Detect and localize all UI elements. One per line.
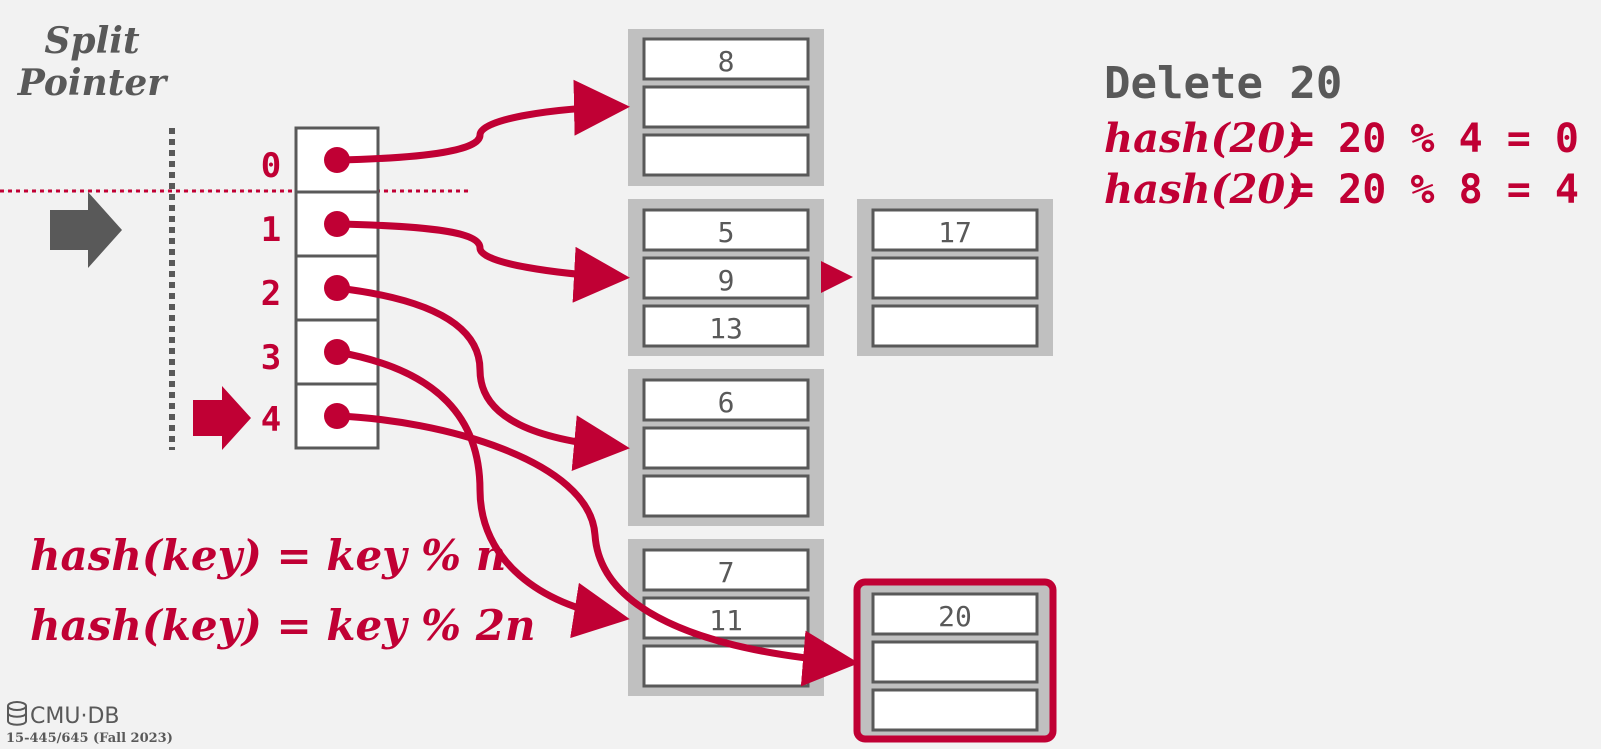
bucket-slot <box>642 426 810 470</box>
bucket-slot <box>642 37 810 81</box>
split-pointer-label-line1: Split <box>44 20 140 62</box>
bucket-slot <box>642 133 810 177</box>
directory-array <box>294 126 380 450</box>
bucket-1: 5 9 13 <box>628 199 824 356</box>
bucket-slot <box>642 548 810 592</box>
bucket-slot <box>871 304 1039 348</box>
bucket-slot-value: 8 <box>718 45 735 78</box>
bucket-3: 7 11 <box>628 539 824 696</box>
operation-hash-fn: hash(20) <box>1104 115 1304 162</box>
bucket-0: 8 <box>628 29 824 186</box>
bucket-slot <box>871 688 1039 732</box>
pointer-dot <box>324 147 350 173</box>
footer-logo: CMU·DB <box>30 704 119 729</box>
operation-hash-rhs: = 20 % 8 = 4 <box>1290 167 1579 213</box>
pointer-0-to-bucket-0 <box>333 79 630 164</box>
bucket-slot <box>871 256 1039 300</box>
pointer-1-to-bucket-1 <box>333 220 630 303</box>
bucket-2: 6 <box>628 369 824 526</box>
directory-index: 1 <box>261 210 281 250</box>
pointer-2-to-bucket-2 <box>333 284 630 472</box>
bucket-slot <box>871 640 1039 684</box>
bucket-slot <box>642 208 810 252</box>
bucket-slot <box>642 378 810 422</box>
database-icon <box>7 701 27 726</box>
split-pointer-arrow-icon <box>50 192 122 268</box>
directory-index: 3 <box>261 338 281 378</box>
bucket-slot-value: 9 <box>718 264 735 297</box>
footer-course: 15-445/645 (Fall 2023) <box>6 731 173 746</box>
bucket-slot-value: 11 <box>709 604 743 637</box>
current-index-arrow-icon <box>193 386 251 450</box>
bucket-slot <box>871 592 1039 636</box>
bucket-slot-value: 17 <box>938 216 972 249</box>
directory-index: 0 <box>261 146 281 186</box>
operation-hash-fn: hash(20) <box>1104 166 1304 213</box>
bucket-slot-value: 20 <box>938 600 972 633</box>
formula-mod-n: hash(key) = key % n <box>30 531 506 580</box>
bucket-1-overflow: 17 <box>857 199 1053 356</box>
pointer-dot <box>324 211 350 237</box>
bucket-slot-value: 6 <box>718 386 735 419</box>
pointer-dot <box>324 275 350 301</box>
bucket-slot <box>871 208 1039 252</box>
bucket-slot-value: 13 <box>709 312 743 345</box>
bucket-slot <box>642 596 810 640</box>
bucket-slot <box>642 85 810 129</box>
split-pointer-label-line2: Pointer <box>17 62 169 104</box>
operation-title: Delete 20 <box>1104 58 1342 109</box>
formula-mod-2n: hash(key) = key % 2n <box>30 601 535 650</box>
bucket-4: 20 <box>853 578 1057 743</box>
directory-index: 2 <box>261 274 281 314</box>
pointer-dot <box>324 403 350 429</box>
pointer-dots <box>324 147 350 429</box>
pointer-3-to-bucket-3 <box>333 348 630 639</box>
pointer-dot <box>324 339 350 365</box>
directory-indices: 0 1 2 3 4 <box>261 146 281 440</box>
directory-pointers <box>333 79 859 687</box>
bucket-slot <box>642 304 810 348</box>
operation-hash-rhs: = 20 % 4 = 0 <box>1290 116 1579 162</box>
bucket-slot <box>642 256 810 300</box>
directory-index: 4 <box>261 400 281 440</box>
bucket-slot-value: 5 <box>718 216 735 249</box>
bucket-slot-value: 7 <box>718 556 735 589</box>
pointer-4-to-bucket-4 <box>333 412 859 687</box>
bucket-slot <box>642 474 810 518</box>
